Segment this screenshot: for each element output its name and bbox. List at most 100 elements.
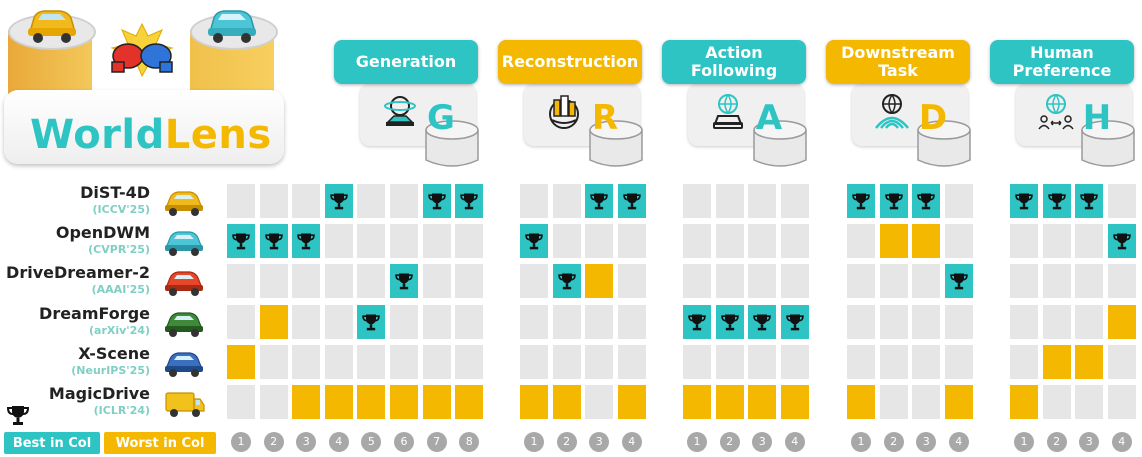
grid-cell [847,304,875,339]
worst-cell [912,224,941,259]
grid-cell [455,304,484,339]
category-cylinder-H [1081,120,1135,167]
grid-cell [944,224,973,259]
column-number: 2 [263,432,284,452]
worst-cell [585,264,614,299]
method-venue: (ICCV'25) [92,203,150,216]
grid-cell [259,344,288,379]
category-letter-D: D [918,98,948,138]
trophy-icon [917,193,935,210]
column-number: 1 [851,432,871,452]
worst-cell [748,385,777,419]
column-number: 3 [1079,432,1100,452]
grid-cell [1010,264,1038,299]
best-cell [912,184,941,218]
worst-cell [227,344,255,379]
worst-cell [847,385,875,419]
grid-cell [357,264,386,299]
trophy-icon [688,314,706,330]
trophy-icon [427,193,446,210]
worst-cell [422,385,451,419]
grid-cell [715,224,744,259]
grid-cell [422,224,451,259]
grid-cell [520,264,548,299]
grid-cell [227,184,255,218]
grid-cell [1075,304,1104,339]
grid-cell [780,344,809,379]
best-cell [520,224,548,259]
trophy-icon [264,233,283,250]
worst-cell [617,385,646,419]
grid-cell [912,344,941,379]
grid-cell [227,264,255,299]
grid-cell [390,344,418,379]
column-number: 2 [1046,432,1067,452]
grid-cell [683,224,711,259]
trophy-icon [1047,193,1066,210]
best-cell [1010,184,1038,218]
column-number: 1 [231,432,251,452]
grid-cell [585,344,614,379]
grid-cell [1042,224,1071,259]
grid-cell [847,344,875,379]
logo-banner [4,90,284,164]
globe-rainbow-icon [875,94,909,129]
worst-cell [780,385,809,419]
column-number: 7 [426,432,447,452]
grid-cell [1107,344,1136,379]
category-label-G: Generation [334,40,478,84]
worst-cell [552,385,581,419]
trophy-icon [395,273,413,290]
grid-cell [1010,304,1038,339]
best-cell [455,184,484,218]
best-cell [227,224,255,259]
grid-cell [715,344,744,379]
trophy-icon [557,273,576,290]
grid-cell [585,385,614,419]
category-letter-A: A [755,98,783,138]
grid-cell [715,184,744,218]
category-label-R: Reconstruction [498,40,642,84]
grid-cell [1075,385,1104,419]
worst-cell [1107,304,1136,339]
worst-cell [944,385,973,419]
category-label-A: Action Following [662,40,806,84]
method-venue: (arXiv'24) [89,323,150,337]
best-cell [748,304,777,339]
best-cell [780,304,809,339]
grid-cell [390,184,418,218]
grid-cell [748,264,777,299]
blue-car-icon [165,352,203,377]
best-cell [585,184,614,218]
best-cell [944,264,973,299]
grid-cell [1010,224,1038,259]
grid-cell [1075,264,1104,299]
method-name: X-Scene [78,343,150,363]
method-venue: (NeurIPS'25) [71,363,150,377]
trophy-icon [1113,233,1131,250]
grid-cell [748,224,777,259]
grid-cell [357,224,386,259]
grid-cell [552,224,581,259]
column-number: 1 [524,432,544,452]
trophy-icon [460,193,478,210]
worst-cell [259,304,288,339]
column-number: 4 [1111,432,1132,452]
column-number: 1 [1014,432,1034,452]
best-cell [390,264,418,299]
best-cell [617,184,646,218]
boxing-gloves-icon [110,22,174,78]
column-number: 8 [459,432,480,452]
grid-cell [780,184,809,218]
grid-cell [292,304,321,339]
column-number: 4 [784,432,805,452]
grid-cell [520,184,548,218]
category-label-H: Human Preference [990,40,1134,84]
grid-cell [227,304,255,339]
trophy-icon [623,193,641,210]
grid-cell [1042,304,1071,339]
grid-cell [780,264,809,299]
grid-cell [455,224,484,259]
legend-worst: Worst in Col [104,432,216,454]
category-cylinder-A [753,120,807,167]
